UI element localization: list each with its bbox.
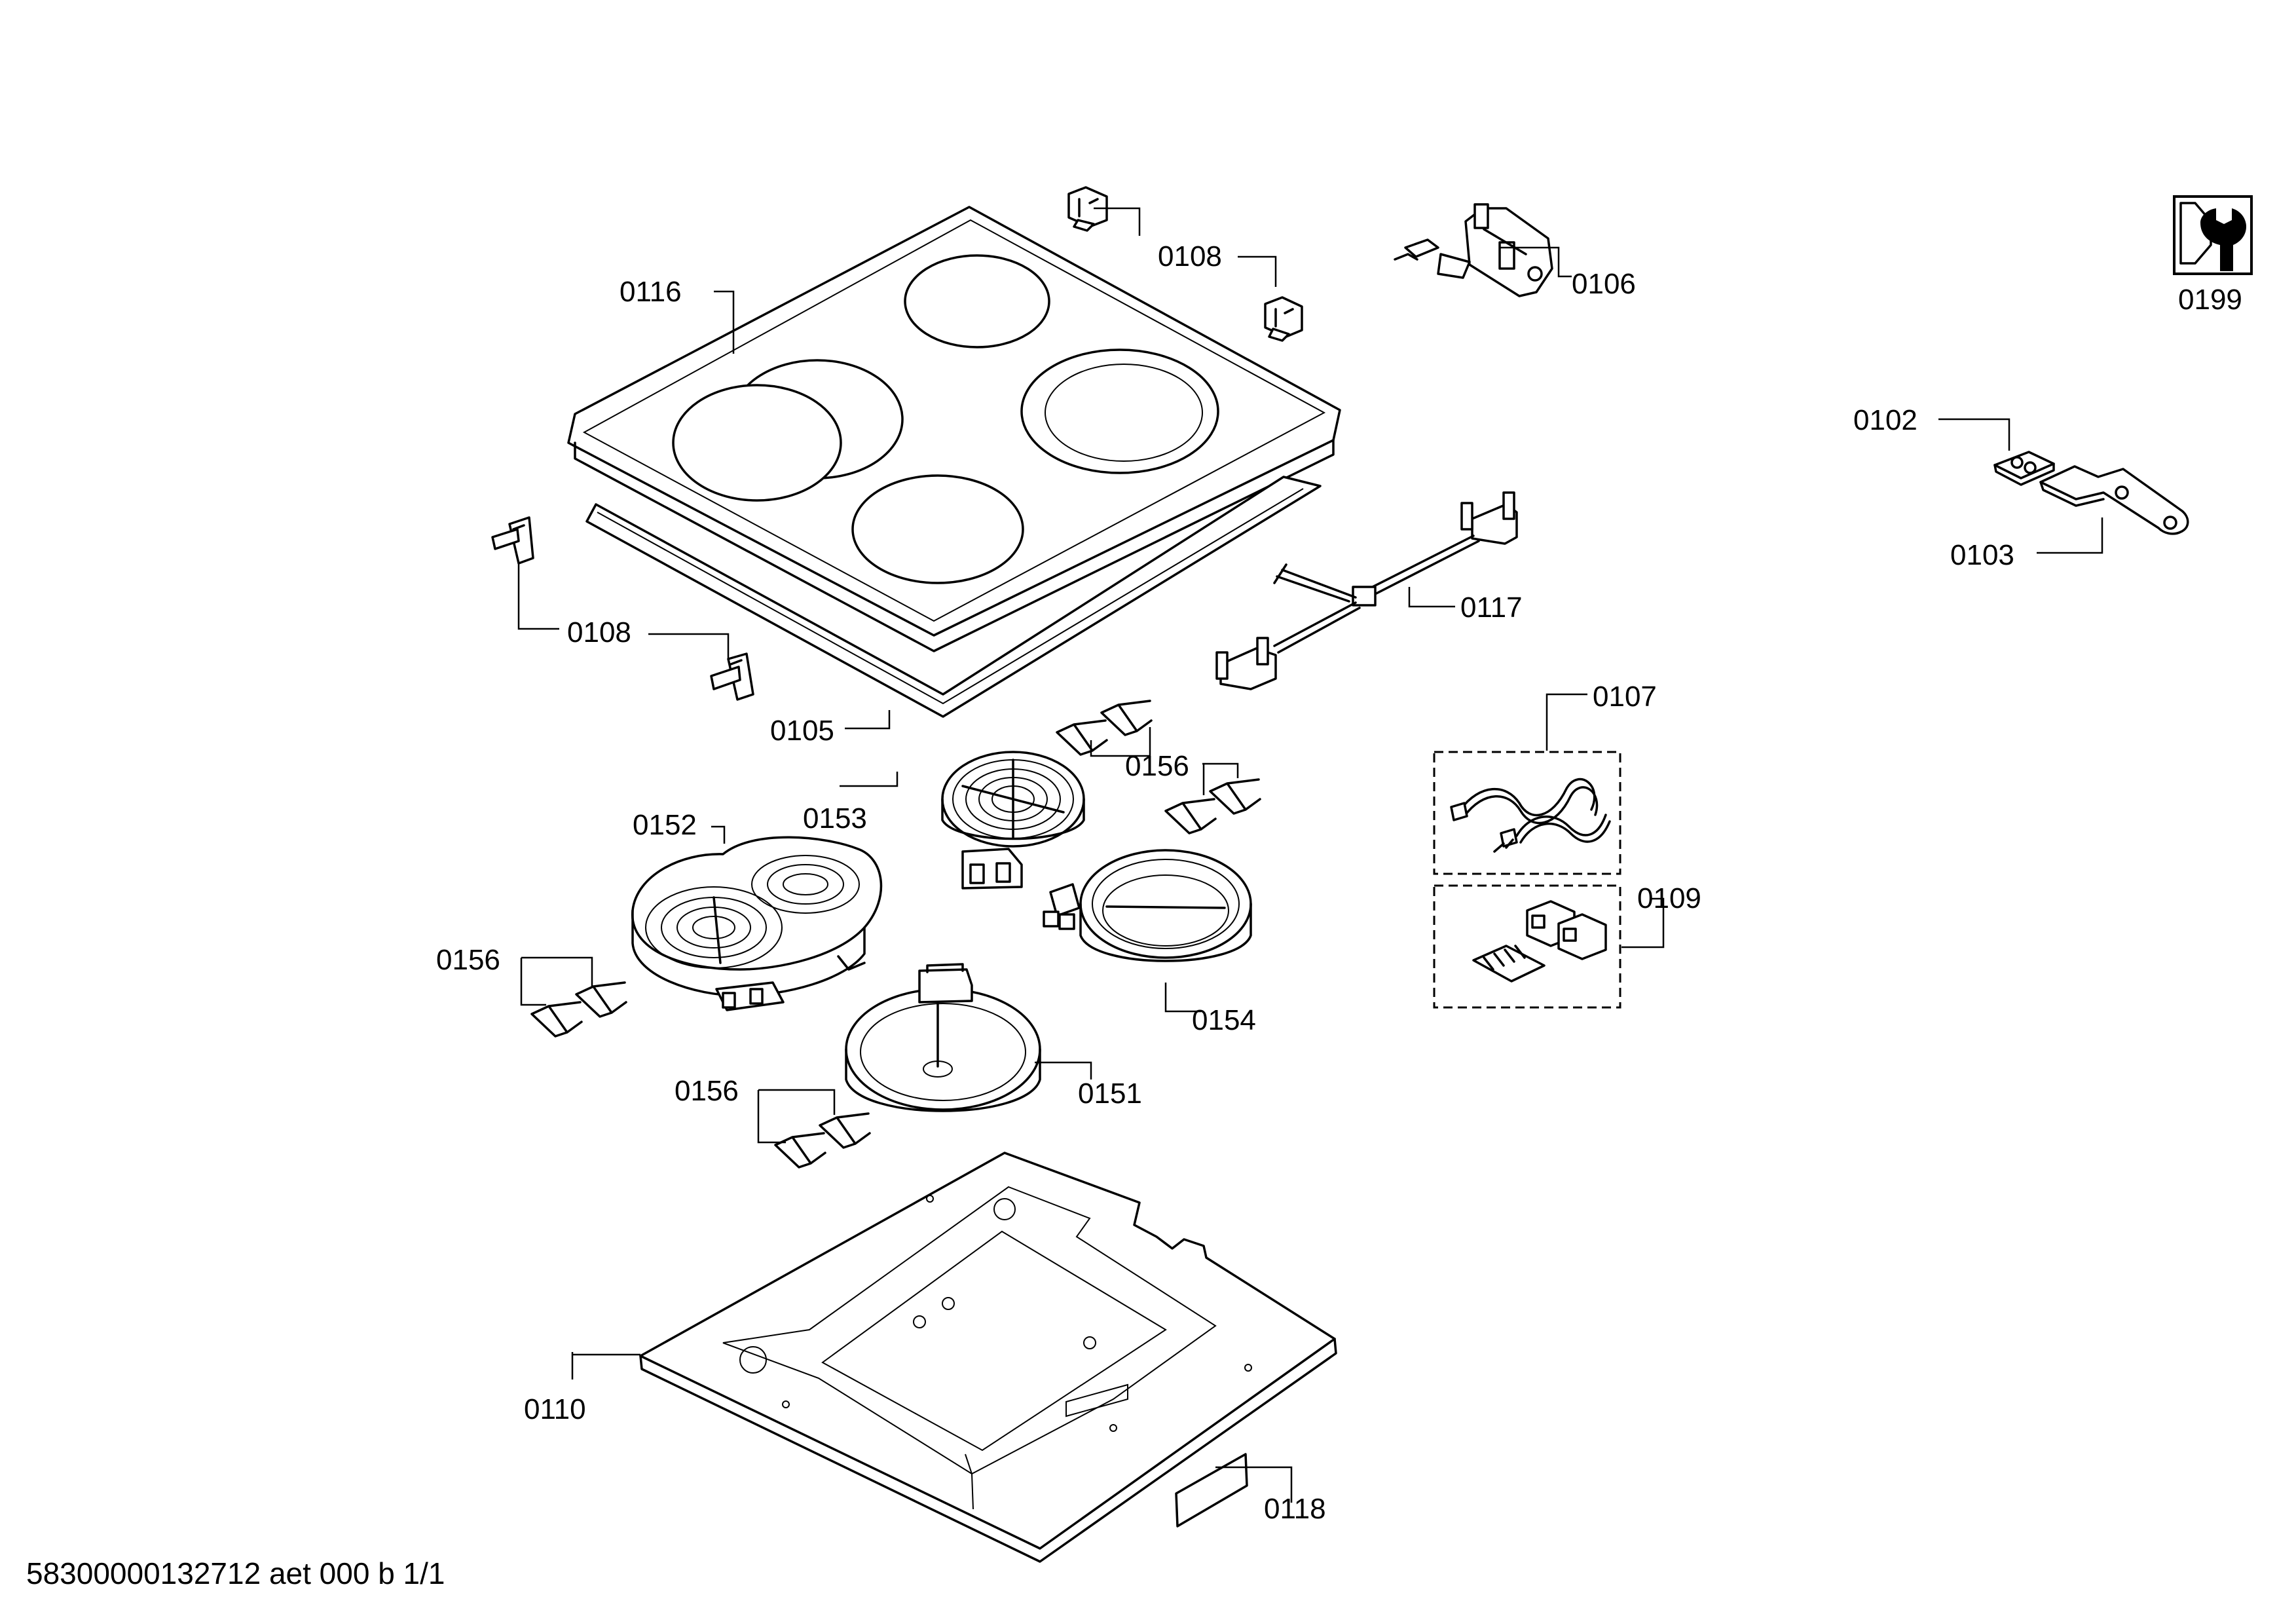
clips-0156-c[interactable] [774, 1112, 871, 1169]
label-0154: 0154 [1192, 1004, 1256, 1036]
label-0110: 0110 [524, 1393, 586, 1425]
label-0108-top: 0108 [1158, 240, 1222, 272]
label-0116: 0116 [620, 276, 682, 308]
fixing-clamp-0103[interactable] [2039, 465, 2189, 535]
label-0153: 0153 [803, 802, 867, 835]
label-0118: 0118 [1264, 1493, 1326, 1525]
cable-set-0107[interactable] [1450, 778, 1611, 853]
label-0105: 0105 [770, 715, 834, 747]
seal-frame[interactable] [585, 476, 1322, 718]
cable-set-0109-box [1433, 884, 1621, 1009]
label-0102: 0102 [1853, 404, 1917, 436]
bracket-0108-left-a[interactable] [491, 516, 534, 565]
heating-element-0154[interactable] [1043, 849, 1252, 962]
clips-0156-a[interactable] [1056, 700, 1261, 835]
label-0117: 0117 [1460, 591, 1523, 624]
tool-wrench-icon[interactable] [2173, 195, 2253, 275]
label-0156-b: 0156 [436, 944, 500, 976]
terminal-block-0109[interactable] [1472, 900, 1607, 983]
bottom-tray-0110[interactable] [639, 1152, 1337, 1563]
rating-label-0118[interactable] [1175, 1453, 1248, 1528]
fixing-plate-0102[interactable] [1993, 451, 2055, 486]
label-0156-c: 0156 [675, 1075, 739, 1107]
heating-element-0152[interactable] [631, 836, 883, 1011]
label-0103: 0103 [1950, 539, 2014, 571]
clips-0156-b[interactable] [530, 981, 627, 1038]
cable-set-0107-box [1433, 751, 1621, 875]
bracket-0108-top-b[interactable] [1264, 296, 1303, 342]
leader-lines [517, 207, 2103, 1503]
label-0107: 0107 [1593, 681, 1657, 713]
label-0109: 0109 [1637, 882, 1701, 914]
label-0199: 0199 [2178, 284, 2242, 316]
hob-glass-top[interactable] [567, 206, 1341, 652]
label-0108-left: 0108 [567, 616, 631, 648]
wiring-harness-0117[interactable] [1215, 491, 1518, 690]
heating-element-0151[interactable] [845, 963, 1041, 1112]
label-0152: 0152 [633, 809, 697, 841]
label-0151: 0151 [1078, 1078, 1142, 1110]
bracket-0108-left-b[interactable] [710, 652, 754, 701]
label-0106: 0106 [1572, 268, 1636, 300]
heating-element-0153[interactable] [941, 751, 1085, 890]
connector-0106[interactable] [1394, 203, 1553, 297]
bracket-0108-top-a[interactable] [1067, 186, 1108, 232]
document-footer: 58300000132712 aet 000 b 1/1 [26, 1556, 445, 1590]
label-0156-a: 0156 [1125, 750, 1189, 782]
